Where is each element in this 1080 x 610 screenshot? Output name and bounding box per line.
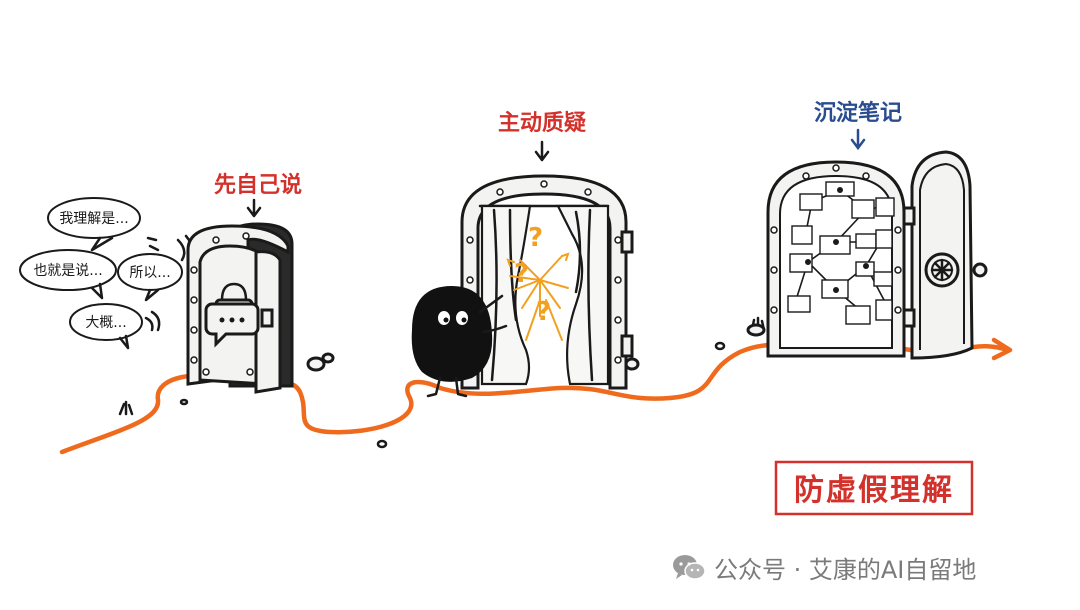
speech-bubble-2: 也就是说... <box>19 249 117 300</box>
speech-bubble-3: 所以... <box>117 253 183 302</box>
stamp-box: 防虚假理解 <box>774 460 974 516</box>
watermark-text: 公众号 · 艾康的AI自留地 <box>714 556 977 584</box>
door-1-vault <box>186 222 294 394</box>
path-arrowhead <box>991 337 1013 361</box>
caption-2-arrow <box>534 140 550 162</box>
bubble-text-3: 所以... <box>129 265 170 281</box>
caption-step-2: 主动质疑 <box>498 111 586 136</box>
caption-step-1: 先自己说 <box>214 172 302 198</box>
lock-chat-icon <box>204 302 260 348</box>
note-network <box>787 181 895 325</box>
caption-step-3: 沉淀笔记 <box>814 100 902 126</box>
caption-3-arrow <box>850 128 866 151</box>
curtain-right <box>556 204 610 386</box>
caption-1-arrow <box>246 198 262 218</box>
door-3-vault <box>766 150 988 360</box>
stamp-text: 防虚假理解 <box>794 473 954 508</box>
door-3-rivets <box>770 164 902 314</box>
watermark: 公众号 · 艾康的AI自留地 <box>672 550 976 585</box>
bubble-text-1: 我理解是... <box>59 211 128 227</box>
wechat-icon <box>673 554 706 580</box>
bubble-text-4: 大概... <box>85 315 126 331</box>
light-burst: ? ? ? <box>506 223 570 341</box>
door-1-rivets <box>190 232 254 376</box>
question-mark-1: ? <box>528 223 543 253</box>
speech-bubble-4: 大概... <box>69 303 143 350</box>
speech-bubble-1: 我理解是... <box>47 197 141 252</box>
blob-character <box>411 286 508 398</box>
vault-wheel-icon <box>924 252 960 288</box>
door-2-arch: ? ? ? <box>460 174 634 390</box>
question-mark-2: ? <box>514 259 529 289</box>
bubble-text-2: 也就是说... <box>33 263 102 279</box>
question-mark-3: ? <box>536 297 551 327</box>
